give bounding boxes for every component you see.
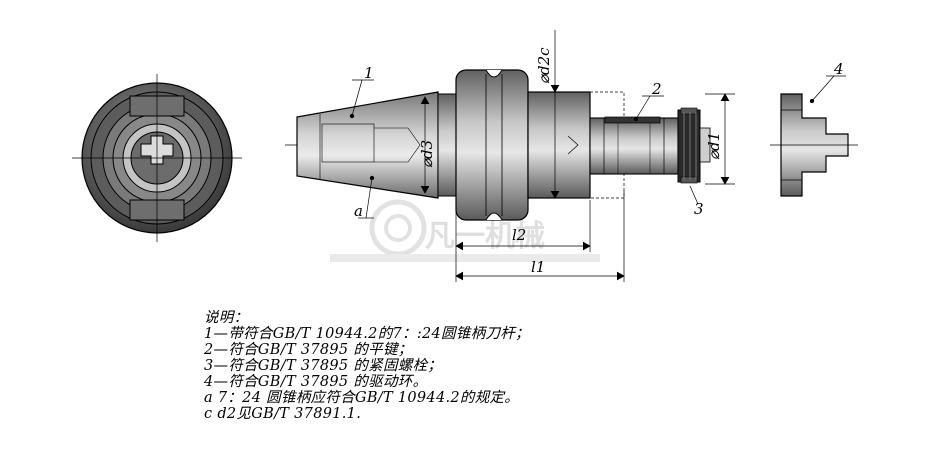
label-part-4: 4 [833, 60, 844, 78]
notes-block: 说明： 1—带符合GB/T 10944.2的7：:24圆锥柄刀杆； 2—符合GB… [204, 310, 530, 422]
label-part-2: 2 [651, 80, 662, 98]
watermark: 凡一机械 [330, 199, 600, 262]
label-taper-a: a [354, 202, 363, 220]
note-line-1: 1—带符合GB/T 10944.2的7：:24圆锥柄刀杆； [204, 326, 530, 342]
note-line-6: c d2见GB/T 37891.1. [204, 406, 362, 422]
note-line-4: 4—符合GB/T 37895 的驱动环。 [204, 374, 428, 390]
end-view [72, 74, 242, 242]
watermark-text: 凡一机械 [425, 219, 545, 254]
holder-side-view [285, 69, 720, 221]
label-part-1: 1 [364, 64, 374, 82]
label-d3: ⌀d3 [418, 140, 436, 168]
label-d1: ⌀d1 [705, 132, 723, 160]
label-d2c: ⌀d2c [535, 47, 553, 84]
dimensions [349, 30, 846, 282]
note-line-3: 3—符合GB/T 37895 的紧固螺栓； [204, 358, 443, 374]
drive-ring-view [770, 93, 858, 197]
technical-drawing: 凡一机械 [72, 30, 858, 282]
note-line-2: 2—符合GB/T 37895 的平键； [204, 342, 413, 358]
note-line-5: a 7：24 圆锥柄应符合GB/T 10944.2的规定。 [204, 390, 520, 406]
notes-title: 说明： [204, 310, 249, 326]
label-l2: l2 [512, 226, 526, 244]
label-l1: l1 [531, 258, 545, 276]
label-part-3: 3 [694, 200, 704, 218]
